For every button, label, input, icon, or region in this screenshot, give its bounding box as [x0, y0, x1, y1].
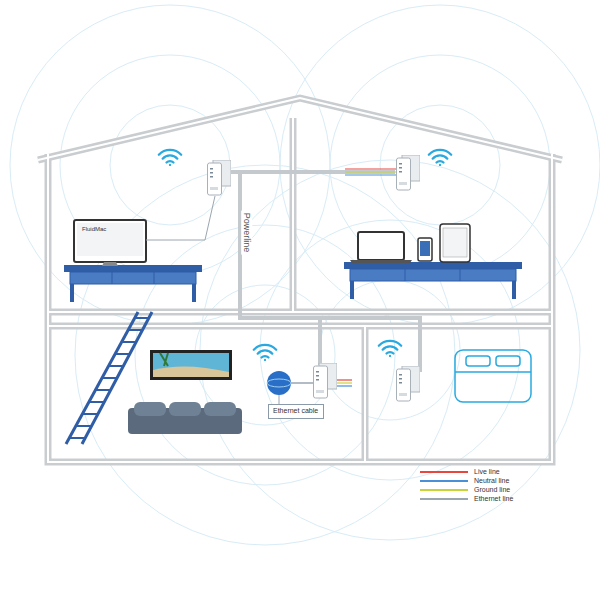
router: [267, 371, 313, 404]
signal-rings: [10, 5, 600, 545]
tablet: [440, 224, 470, 262]
powerline-adapter: [208, 160, 232, 195]
legend-text: Ground line: [474, 486, 510, 494]
callout-box: Ethernet cable: [268, 404, 324, 419]
screen-text: FluidMac: [80, 226, 108, 233]
powerline-adapter: [397, 155, 421, 190]
laptop: [350, 232, 412, 263]
wifi-icon: [254, 345, 276, 361]
house-outline-inner: [38, 98, 562, 462]
stair-rung: [135, 317, 149, 319]
legend-swatch: [420, 480, 468, 482]
legend-row: Neutral line: [420, 477, 509, 485]
desk-left: [64, 265, 202, 302]
legend-row: Live line: [420, 468, 500, 476]
desk-right: [344, 262, 522, 299]
powerline-adapter: [314, 363, 338, 398]
legend-text: Neutral line: [474, 477, 509, 485]
stair-rung: [122, 341, 136, 343]
legend-swatch: [420, 471, 468, 473]
legend-text: Live line: [474, 468, 500, 476]
wifi-icon: [429, 150, 451, 166]
house-outline: [38, 98, 562, 462]
television: [150, 350, 232, 380]
stair-rung: [128, 329, 142, 331]
stair-rung: [89, 401, 104, 403]
bed: [455, 350, 531, 402]
legend-text: Ethernet line: [474, 495, 513, 503]
callout-text: Ethernet cable: [273, 407, 319, 415]
stair-rung: [69, 437, 85, 439]
wifi-icon: [159, 150, 181, 166]
stair-rung: [82, 413, 98, 415]
stair-rung: [102, 377, 117, 379]
phone: [418, 238, 432, 261]
stair-rung: [115, 353, 130, 355]
powerline-label: Powerline: [242, 210, 253, 254]
stair-rung: [95, 389, 110, 391]
legend-swatch: [420, 489, 468, 491]
wifi-icon: [379, 341, 401, 357]
legend-swatch: [420, 498, 468, 500]
sofa: [128, 402, 242, 434]
imac: [74, 196, 215, 266]
powerline-adapter: [397, 366, 421, 401]
stair-rung: [76, 425, 92, 427]
legend-row: Ground line: [420, 486, 510, 494]
legend-row: Ethernet line: [420, 495, 513, 503]
stair-rung: [109, 365, 124, 367]
